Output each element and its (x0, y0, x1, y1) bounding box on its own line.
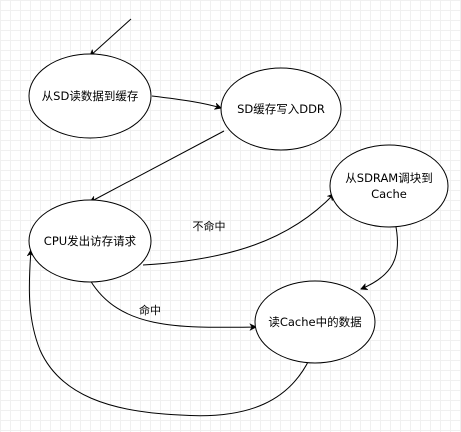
edge-sdread-to-sdwrite (151, 95, 221, 108)
node-read-cache-label: 读Cache中的数据 (268, 315, 362, 329)
node-read-cache: 读Cache中的数据 (254, 280, 376, 364)
edge-readcache-to-cpu (29, 250, 311, 417)
node-sdram-to-cache-label-1: 从SDRAM调块到 (345, 171, 432, 185)
node-cpu-request-label: CPU发出访存请求 (44, 234, 137, 248)
node-cpu-request: CPU发出访存请求 (28, 199, 152, 283)
entry-edge (90, 18, 132, 56)
node-sd-read: 从SD读数据到缓存 (28, 53, 152, 139)
edge-label-miss: 不命中 (193, 219, 226, 233)
edge-sdram-to-readcache (361, 221, 399, 289)
node-sdram-to-cache: 从SDRAM调块到 Cache (329, 144, 449, 228)
edge-label-hit: 命中 (139, 303, 161, 317)
edge-sdwrite-to-cpu (90, 130, 225, 202)
node-sd-write-ddr: SD缓存写入DDR (220, 67, 342, 151)
node-sdram-to-cache-label-2: Cache (371, 187, 407, 201)
node-sd-read-label: 从SD读数据到缓存 (42, 89, 139, 103)
edge-cpu-to-sdram-miss (142, 194, 334, 266)
node-sd-write-ddr-label: SD缓存写入DDR (237, 102, 325, 116)
edge-cpu-to-readcache-hit (89, 279, 256, 327)
